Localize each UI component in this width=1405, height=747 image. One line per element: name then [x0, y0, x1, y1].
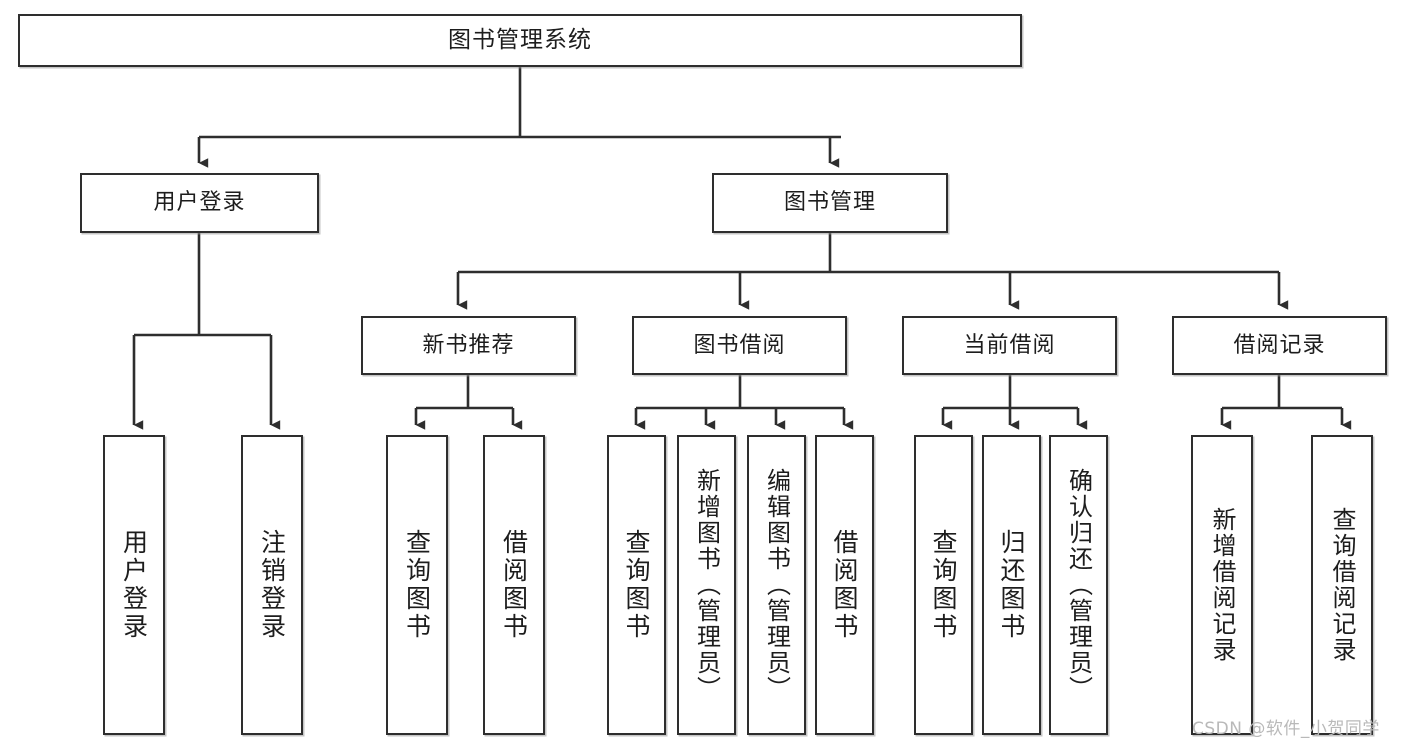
- node-book-borrow[interactable]: 图书借阅: [632, 316, 847, 375]
- leaf-user-login[interactable]: 用户登录: [103, 435, 165, 735]
- node-label: 当前借阅: [963, 332, 1056, 358]
- leaf-add-borrow-record[interactable]: 新增借阅记录: [1191, 435, 1253, 735]
- node-label: 查询图书: [929, 529, 958, 641]
- node-label: 新增借阅记录: [1208, 507, 1236, 663]
- node-label: 查询借阅记录: [1328, 507, 1356, 663]
- node-label: 归还图书: [997, 529, 1026, 641]
- node-label: 注销登录: [257, 529, 287, 641]
- node-label: 新书推荐: [422, 332, 515, 358]
- node-label: 借阅记录: [1233, 332, 1326, 358]
- node-label: 用户登录: [119, 529, 149, 641]
- node-label: 编辑图书（管理员）: [762, 468, 791, 702]
- node-book-manage[interactable]: 图书管理: [712, 173, 948, 233]
- node-user-login[interactable]: 用户登录: [80, 173, 319, 233]
- node-label: 用户登录: [153, 190, 246, 216]
- leaf-borrow-book[interactable]: 借阅图书: [815, 435, 874, 735]
- leaf-confirm-return-admin[interactable]: 确认归还（管理员）: [1049, 435, 1108, 735]
- node-label: 确认归还（管理员）: [1064, 468, 1093, 702]
- leaf-query-book-borrow[interactable]: 查询图书: [607, 435, 666, 735]
- node-root-book-management-system[interactable]: 图书管理系统: [18, 14, 1022, 67]
- leaf-query-book-recommend[interactable]: 查询图书: [386, 435, 448, 735]
- node-new-book-recommend[interactable]: 新书推荐: [361, 316, 576, 375]
- node-label: 借阅图书: [499, 529, 529, 641]
- leaf-query-book-current[interactable]: 查询图书: [914, 435, 973, 735]
- leaf-add-book-admin[interactable]: 新增图书（管理员）: [677, 435, 736, 735]
- leaf-edit-book-admin[interactable]: 编辑图书（管理员）: [747, 435, 806, 735]
- csdn-watermark: CSDN @软件_小贺同学: [1192, 719, 1380, 739]
- node-label: 新增图书（管理员）: [692, 468, 721, 702]
- leaf-logout-login[interactable]: 注销登录: [241, 435, 303, 735]
- leaf-query-borrow-record[interactable]: 查询借阅记录: [1311, 435, 1373, 735]
- node-borrow-record[interactable]: 借阅记录: [1172, 316, 1387, 375]
- node-label: 借阅图书: [830, 529, 859, 641]
- node-current-borrow[interactable]: 当前借阅: [902, 316, 1117, 375]
- node-label: 图书管理: [783, 190, 876, 216]
- leaf-return-book[interactable]: 归还图书: [982, 435, 1041, 735]
- leaf-borrow-book-recommend[interactable]: 借阅图书: [483, 435, 545, 735]
- node-label: 查询图书: [622, 529, 651, 641]
- node-label: 查询图书: [402, 529, 432, 641]
- node-label: 图书借阅: [693, 332, 786, 358]
- node-label: 图书管理系统: [448, 26, 592, 53]
